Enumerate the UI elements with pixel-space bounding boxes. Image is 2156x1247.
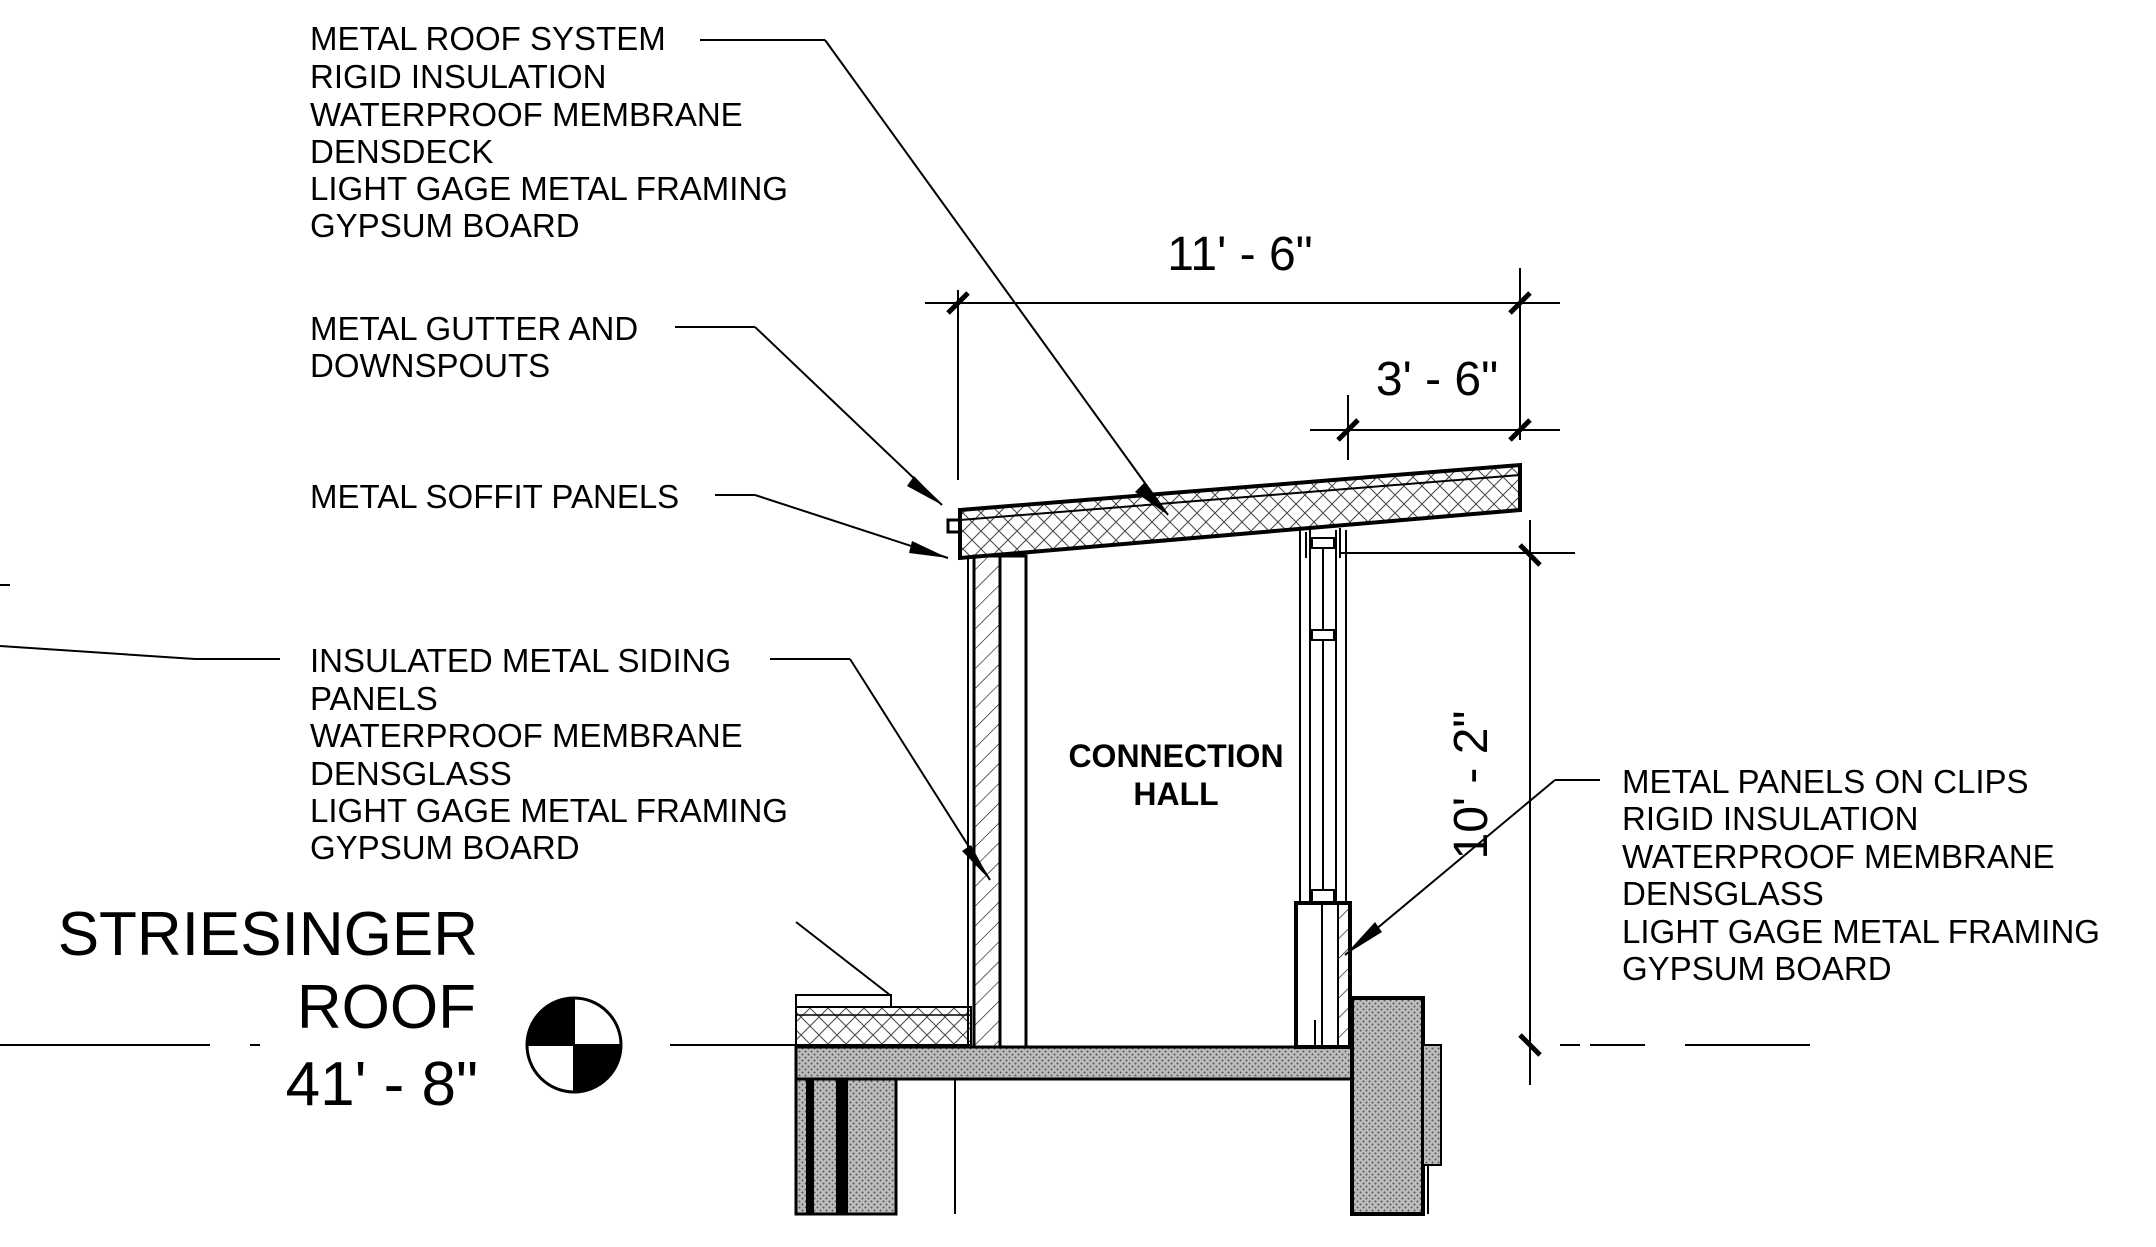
dimension-overall-width [925, 268, 1560, 480]
level-name-line2: ROOF [297, 973, 476, 1042]
roof-assembly [946, 462, 1522, 561]
leader-roof-note [700, 39, 1169, 516]
leader-soffit-note [715, 494, 949, 559]
dimension-overhang [1310, 395, 1560, 460]
note-line: METAL ROOF SYSTEM [310, 20, 666, 57]
level-elevation: 41' - 8" [286, 1050, 478, 1119]
note-gutter: METAL GUTTER AND DOWNSPOUTS [310, 310, 638, 384]
note-line: GYPSUM BOARD [310, 829, 580, 866]
note-line: RIGID INSULATION [1622, 800, 1918, 837]
room-label-line2: HALL [1133, 776, 1218, 812]
note-line: GYPSUM BOARD [1622, 950, 1892, 987]
dimension-overall-width-label: 11' - 6" [1167, 228, 1312, 281]
leader-panels-note [1344, 779, 1600, 956]
dimension-height-label: 10' - 2" [1445, 711, 1498, 860]
level-name-line1: STRIESINGER [58, 900, 478, 969]
note-line: LIGHT GAGE METAL FRAMING [310, 792, 788, 829]
room-label-line1: CONNECTION [1068, 738, 1283, 774]
note-line: INSULATED METAL SIDING [310, 642, 731, 679]
note-line: DOWNSPOUTS [310, 347, 550, 384]
note-line: WATERPROOF MEMBRANE [1622, 838, 2055, 875]
note-roof-system: METAL ROOF SYSTEM RIGID INSULATION WATER… [310, 20, 788, 244]
knee-wall [1294, 901, 1352, 1049]
note-line: LIGHT GAGE METAL FRAMING [1622, 913, 2100, 950]
leader-gutter-note [675, 326, 943, 506]
leader-siding-note [770, 658, 991, 881]
level-line [0, 584, 1810, 1046]
note-line: DENSGLASS [1622, 875, 1824, 912]
dimension-height [1340, 520, 1575, 1085]
note-line: GYPSUM BOARD [310, 207, 580, 244]
note-line: RIGID INSULATION [310, 58, 606, 95]
note-soffit: METAL SOFFIT PANELS [310, 478, 679, 515]
level-marker [525, 996, 623, 1094]
note-line: WATERPROOF MEMBRANE [310, 96, 743, 133]
left-wall [967, 554, 1028, 1049]
note-line: PANELS [310, 680, 438, 717]
note-line: DENSGLASS [310, 755, 512, 792]
existing-structure [794, 996, 1442, 1216]
note-line: METAL SOFFIT PANELS [310, 478, 679, 515]
dimension-overhang-label: 3' - 6" [1376, 353, 1498, 406]
note-metal-panels: METAL PANELS ON CLIPS RIGID INSULATION W… [1622, 763, 2100, 987]
note-line: METAL PANELS ON CLIPS [1622, 763, 2029, 800]
note-line: LIGHT GAGE METAL FRAMING [310, 170, 788, 207]
existing-roof [795, 921, 972, 1046]
storefront [1299, 530, 1347, 905]
note-siding: INSULATED METAL SIDING PANELS WATERPROOF… [310, 642, 788, 866]
note-line: DENSDECK [310, 133, 493, 170]
note-line: WATERPROOF MEMBRANE [310, 717, 743, 754]
note-line: METAL GUTTER AND [310, 310, 638, 347]
